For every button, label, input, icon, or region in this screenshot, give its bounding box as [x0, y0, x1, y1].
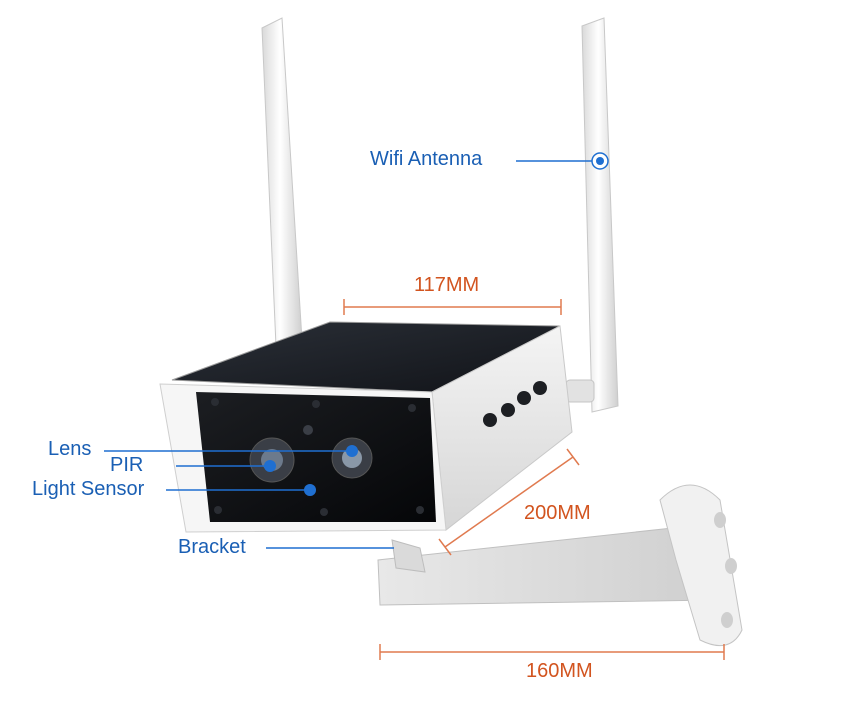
side-feature-icons [483, 381, 547, 427]
callout-markers [264, 152, 609, 496]
wall-bracket [377, 484, 743, 647]
bracket-length-label: 160MM [526, 660, 593, 682]
wifi-antenna-label: Wifi Antenna [370, 148, 483, 170]
wifi-antenna-right [565, 17, 619, 413]
bracket-label: Bracket [178, 536, 246, 558]
dimension-lines [343, 299, 725, 660]
width-dimension-label: 117MM [414, 274, 480, 296]
pir-marker [264, 460, 276, 472]
camera-body [159, 321, 573, 533]
pir-label: PIR [110, 454, 144, 476]
lens-marker [346, 445, 358, 457]
depth-dimension-label: 200MM [524, 502, 591, 524]
lens-label: Lens [48, 438, 92, 460]
wifi-antenna-left [261, 17, 303, 347]
callout-lines [104, 160, 600, 549]
light-sensor-marker [304, 484, 316, 496]
light-sensor-label: Light Sensor [32, 478, 145, 500]
